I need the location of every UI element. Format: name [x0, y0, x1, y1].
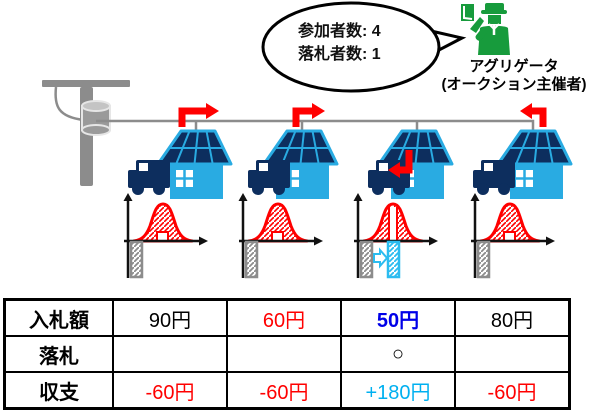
solar-panel-icon — [379, 129, 454, 166]
bid-cell-1: 90円 — [112, 298, 228, 337]
bid-cell-2: 60円 — [226, 298, 342, 337]
row-header-bid: 入札額 — [3, 298, 114, 337]
speech-bubble — [261, 1, 467, 93]
ev-charge-slot-bar — [359, 240, 374, 279]
auction-result-table: 入札額 90円 60円 50円 80円 落札 ○ 収支 -60円 -60円 +1… — [3, 298, 571, 410]
ev-charge-slot-bar — [129, 240, 144, 279]
balance-cell-4: -60円 — [454, 371, 571, 410]
ev-truck-icon-4 — [473, 160, 515, 195]
winner-count: 落札者数: 1 — [298, 46, 381, 63]
row-header-balance: 収支 — [3, 371, 114, 410]
win-cell-1 — [112, 335, 228, 373]
balance-cell-2: -60円 — [226, 371, 342, 410]
power-pole-icon — [42, 80, 130, 186]
table-row-win: 落札 ○ — [3, 335, 571, 373]
auctioneer-icon — [461, 3, 510, 55]
ev-charge-slot-bar — [476, 240, 491, 279]
ev-truck-icon-2 — [248, 160, 290, 195]
table-row-bid: 入札額 90円 60円 50円 80円 — [3, 298, 571, 337]
ev-charge-slot-bar — [244, 240, 259, 279]
distribution-plot-2 — [238, 193, 323, 279]
balance-cell-3: +180円 — [340, 371, 456, 410]
aggregator-name: アグリゲータ — [469, 58, 559, 75]
solar-panel-icon — [264, 129, 339, 166]
distribution-plot-1 — [123, 193, 208, 279]
distribution-plot-4 — [470, 193, 555, 279]
bid-cell-4: 80円 — [454, 298, 571, 337]
shift-arrow-icon — [373, 247, 389, 269]
bid-cell-3: 50円 — [340, 298, 456, 337]
balance-cell-1: -60円 — [112, 371, 228, 410]
solar-panel-icon — [158, 129, 233, 166]
win-cell-2 — [226, 335, 342, 373]
participant-count: 参加者数: 4 — [298, 23, 381, 40]
distribution-plot-3-shifted — [353, 193, 438, 279]
solar-panel-icon — [498, 129, 573, 166]
transformer-icon — [81, 100, 111, 136]
ev-truck-icon-1 — [128, 160, 170, 195]
house-icon-1 — [158, 129, 233, 199]
win-cell-4 — [454, 335, 571, 373]
aggregator-label: アグリゲータ (オークション主催者) — [428, 58, 600, 94]
house-icon-4 — [498, 129, 573, 199]
aggregator-role: (オークション主催者) — [441, 76, 587, 93]
ev-charge-slot-bar-shifted — [386, 240, 401, 279]
win-cell-3: ○ — [340, 335, 456, 373]
row-header-win: 落札 — [3, 335, 114, 373]
table-row-balance: 収支 -60円 -60円 +180円 -60円 — [3, 371, 571, 410]
bubble-text: 参加者数: 4 落札者数: 1 — [298, 20, 418, 66]
